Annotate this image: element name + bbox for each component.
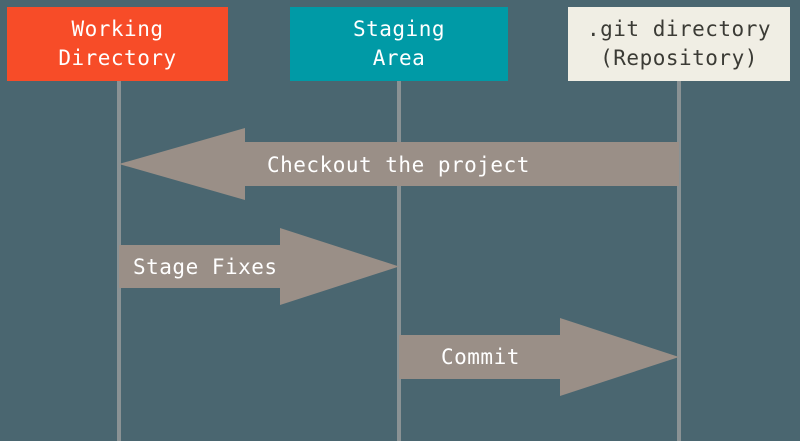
node-git-directory: .git directory (Repository) — [568, 7, 790, 81]
arrow-stage-fixes-shape — [119, 228, 399, 305]
arrow-stage-fixes: Stage Fixes — [119, 228, 399, 305]
arrow-commit-label: Commit — [441, 345, 520, 369]
arrow-checkout-shape — [119, 128, 679, 200]
lifeline-git-directory — [677, 81, 681, 441]
arrow-commit-shape — [399, 318, 679, 396]
node-working-directory-line2: Directory — [58, 46, 177, 70]
node-staging-area-line1: Staging — [352, 17, 445, 42]
node-working-directory-line1: Working — [71, 17, 164, 42]
lifeline-staging-area — [397, 81, 401, 441]
arrow-commit: Commit — [399, 318, 679, 396]
arrow-checkout-the-project: Checkout the project — [119, 128, 679, 200]
arrow-checkout-label: Checkout the project — [267, 153, 530, 177]
node-staging-area-line2: Area — [372, 46, 426, 70]
arrow-stage-fixes-label: Stage Fixes — [133, 255, 278, 279]
node-working-directory: Working Directory — [7, 7, 228, 81]
node-git-directory-line2: (Repository) — [600, 46, 758, 70]
node-staging-area: Staging Area — [290, 7, 508, 81]
node-git-directory-line1: .git directory — [586, 17, 771, 42]
